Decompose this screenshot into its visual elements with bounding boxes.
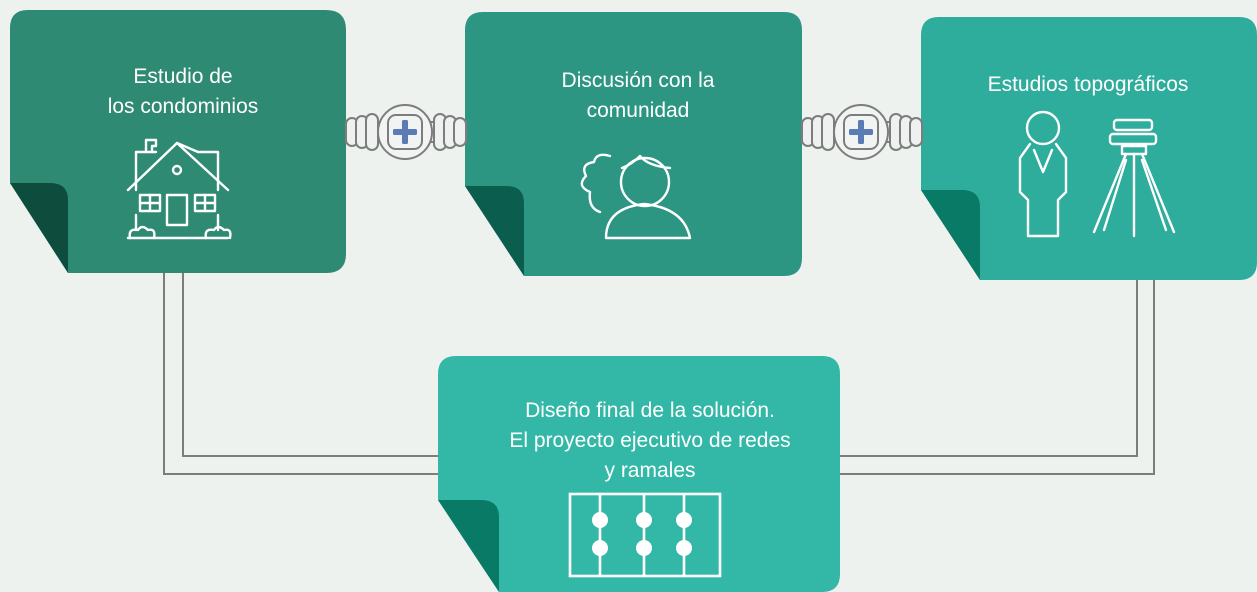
network-grid-icon bbox=[568, 492, 722, 578]
plus-icon bbox=[393, 120, 417, 144]
step-card-1 bbox=[10, 10, 346, 273]
card-body bbox=[921, 17, 1257, 280]
connector-right-to-bottom bbox=[840, 280, 1155, 475]
step-title-3: Estudios topográficos bbox=[978, 70, 1198, 100]
step-title-1: Estudio de los condominios bbox=[98, 62, 268, 122]
plus-icon bbox=[849, 120, 873, 144]
step-title-line: Estudios topográficos bbox=[987, 73, 1189, 96]
step-title-line: Estudio de bbox=[133, 65, 233, 88]
card-fold bbox=[465, 186, 524, 276]
step-title-line: El proyecto ejecutivo de redes bbox=[509, 429, 791, 452]
connector-left-to-bottom bbox=[163, 270, 440, 475]
card-fold bbox=[438, 500, 499, 592]
step-title-line: Discusión con la bbox=[561, 69, 715, 92]
community-person-icon bbox=[580, 153, 692, 240]
step-card-2 bbox=[465, 12, 802, 276]
pipe-connector-1 bbox=[345, 104, 467, 160]
card-body bbox=[438, 356, 840, 592]
step-card-4 bbox=[438, 356, 840, 592]
house-icon bbox=[126, 138, 232, 240]
card-body bbox=[10, 10, 346, 273]
surveyor-tripod-icon bbox=[1018, 110, 1176, 238]
step-card-3 bbox=[921, 17, 1257, 280]
pipe-connector-2 bbox=[801, 104, 923, 160]
card-fold bbox=[10, 183, 68, 273]
card-fold bbox=[921, 190, 980, 280]
step-title-2: Discusión con la comunidad bbox=[548, 66, 728, 126]
step-title-line: Diseño final de la solución. bbox=[525, 399, 775, 422]
step-title-line: y ramales bbox=[604, 459, 696, 482]
step-title-4: Diseño final de la solución. El proyecto… bbox=[495, 396, 805, 486]
step-title-line: comunidad bbox=[586, 99, 690, 122]
step-title-line: los condominios bbox=[107, 95, 259, 118]
card-body bbox=[465, 12, 802, 276]
